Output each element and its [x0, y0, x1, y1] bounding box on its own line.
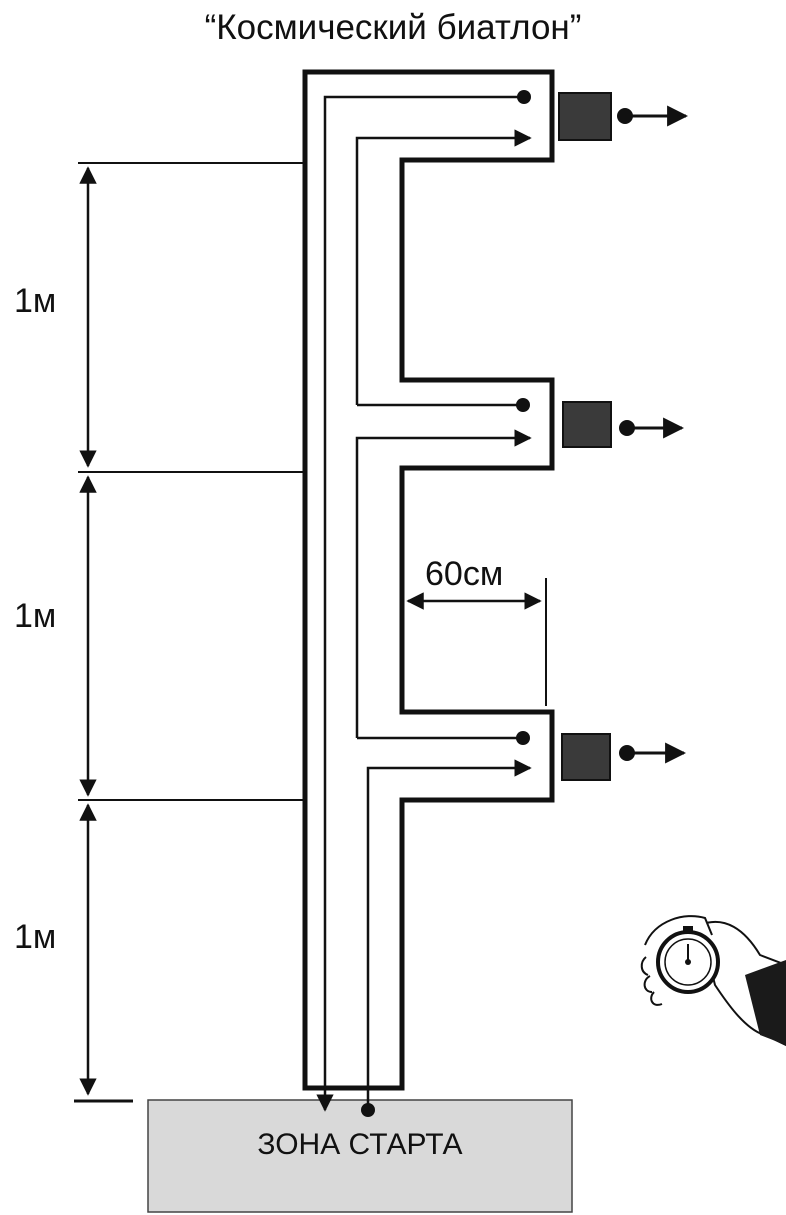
dimension-label-3: 1м: [14, 918, 57, 956]
route-return-line: [316, 95, 522, 1112]
start-dot: [361, 1103, 375, 1117]
branch-width-label: 60см: [425, 555, 504, 593]
target-box-icon: [561, 733, 687, 781]
dimension-label-2: 1м: [14, 597, 57, 635]
route-dot: [516, 731, 530, 745]
diagram-title: “Космический биатлон”: [204, 8, 582, 47]
route-branch-1-in: [355, 129, 532, 405]
stopwatch-hand-icon: [640, 915, 786, 1047]
track-outline: [302, 69, 555, 1091]
start-zone-label: ЗОНА СТАРТА: [257, 1128, 463, 1161]
route-branch-2-in: [355, 429, 532, 738]
route-dot: [516, 398, 530, 412]
dimension-label-1: 1м: [14, 282, 57, 320]
route-start-line: [366, 759, 532, 1110]
start-zone: [147, 1099, 573, 1213]
target-box-icon: [562, 401, 685, 448]
route-dot: [517, 90, 531, 104]
target-box-icon: [558, 92, 689, 141]
